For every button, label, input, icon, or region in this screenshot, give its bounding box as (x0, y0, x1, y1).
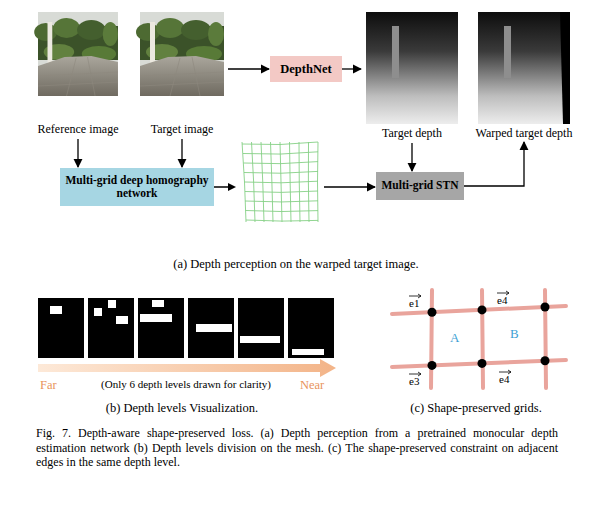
shape-preserved-grid (482, 290, 483, 388)
depth-map (560, 12, 570, 124)
shape-preserved-grid (409, 291, 511, 376)
node-text: DepthNet (280, 62, 331, 76)
subfigure-caption: (a) Depth perception on the warped targe… (173, 257, 419, 271)
depth-panel: Warped target depth (468, 10, 580, 141)
depth-level-blocks (88, 298, 134, 358)
depth-level-blocks (188, 298, 234, 358)
depth-level-blocks (238, 298, 284, 358)
edge-label: e3 (409, 375, 419, 388)
depth-level-blocks (138, 298, 184, 358)
depth-level-blocks (288, 298, 334, 358)
note: (Only 6 depth levels drawn for clarity) (101, 378, 271, 391)
mesh-grid (245, 191, 318, 192)
shape-preserved-grid (428, 303, 550, 370)
shape-preserved-grid (478, 359, 487, 368)
depth-level-blocks (50, 300, 324, 355)
arrow-connector (464, 142, 524, 186)
depth-level-blocks (94, 308, 102, 316)
mesh-grid (244, 171, 318, 173)
shape-preserved-grid (541, 356, 550, 365)
network-box: DepthNet (270, 56, 342, 82)
mesh-grid (228, 136, 324, 228)
grid-label: B (510, 327, 519, 342)
depth-level-blocks (292, 349, 324, 355)
arrow-connector (411, 143, 412, 171)
edge-label: e4 (499, 373, 509, 386)
node-text: Reference image (38, 122, 119, 136)
shape-preserved-grid (478, 305, 487, 314)
depth-map (478, 12, 570, 124)
node-text: Warped target depth (476, 126, 573, 140)
mesh-grid (245, 181, 319, 183)
subfigure-caption: (c) Shape-preserved grids. (410, 401, 542, 415)
depth-level-blocks (50, 306, 62, 314)
image-panel: Reference image (32, 10, 125, 137)
shape-preserved-grid (541, 303, 550, 312)
depth-map (366, 12, 570, 124)
mesh-grid (245, 201, 318, 202)
mesh-grid (242, 142, 318, 222)
depth-level-blocks (152, 300, 164, 307)
node-text: Multi-grid deep homography network (64, 174, 210, 200)
edge-label: e1 (409, 297, 419, 310)
mesh-grid (244, 162, 319, 164)
shape-preserved-grid (392, 290, 566, 388)
photo (34, 12, 224, 96)
arrow-connector (77, 139, 78, 167)
mesh-grid (317, 142, 319, 222)
mesh-grid (246, 211, 319, 212)
mesh-grid (242, 142, 318, 145)
node-text: Target image (151, 122, 214, 136)
depth-level-blocks (38, 359, 336, 377)
mesh-grid (243, 152, 318, 154)
arrow-connector (228, 68, 269, 69)
arrow-connector (181, 139, 182, 167)
shape-preserved-grid (392, 290, 566, 388)
depth-level-blocks (38, 298, 336, 377)
grid-label: A (450, 331, 459, 346)
edge-label: e4 (497, 294, 507, 307)
mesh-grid (246, 220, 318, 221)
shape-preserved-grid (428, 361, 437, 370)
depth-level-blocks (196, 324, 232, 332)
network-box: Multi-grid deep homography network (60, 168, 214, 206)
node-text: Multi-grid STN (382, 179, 459, 192)
depth-level-blocks (108, 300, 116, 308)
figure-caption: Fig. 7. Depth-aware shape-preserved loss… (36, 426, 558, 470)
mesh-grid (228, 183, 236, 191)
shape-preserved-grid (431, 290, 432, 388)
module-box: Multi-grid STN (376, 172, 464, 200)
depth-level-blocks (240, 336, 280, 343)
depth-map (366, 12, 458, 124)
node-text: Target depth (382, 126, 442, 140)
shape-preserved-grid (428, 308, 437, 317)
photo (136, 12, 224, 96)
depth-level-blocks (116, 316, 128, 324)
depth-panel: Target depth (362, 10, 462, 141)
depth-level-blocks (140, 314, 172, 322)
photo (34, 12, 118, 96)
axis-label: Near (300, 378, 324, 392)
arrow-connector (342, 68, 361, 69)
mesh-grid (232, 136, 324, 228)
image-panel: Target image (136, 10, 228, 137)
depth-level-blocks (38, 298, 84, 358)
subfigure-caption: (b) Depth levels Visualization. (106, 401, 258, 415)
axis-label: Far (40, 378, 57, 392)
